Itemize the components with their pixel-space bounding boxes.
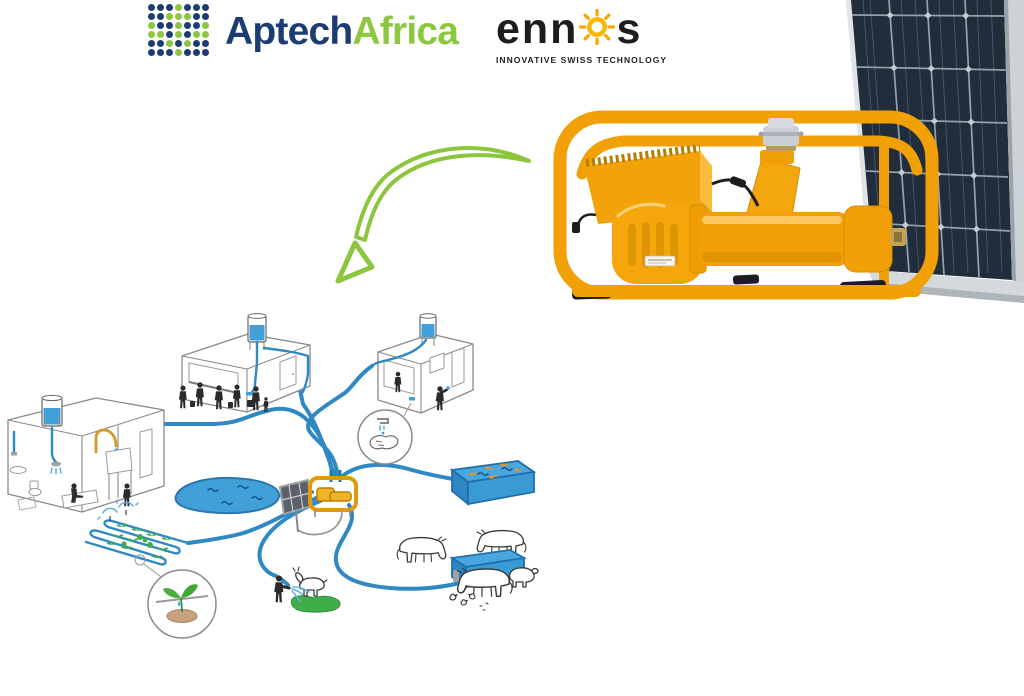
sitting-person [71, 483, 84, 503]
person-drinking [435, 386, 450, 411]
toilet [28, 480, 42, 497]
ennos-wordmark: enn s [496, 8, 667, 51]
scene-livestock-trough [396, 529, 539, 611]
scene-fish-tank [449, 460, 537, 506]
grass-patch [290, 595, 341, 613]
tap [409, 397, 415, 401]
goat [292, 566, 328, 597]
kitchen-sink [94, 428, 133, 500]
sun-icon [579, 8, 616, 45]
aptech-wordmark: AptechAfrica [225, 9, 459, 53]
pv-cable [297, 509, 343, 536]
hands [369, 435, 399, 450]
drip-line [155, 595, 209, 603]
aptech-africa-logo: AptechAfrica [148, 4, 459, 58]
pump-barrel [689, 176, 906, 274]
pump-frame-handle [576, 135, 923, 180]
aptech-word-secondary: Africa [352, 9, 459, 53]
seedling-inset [134, 554, 217, 639]
ennos-logo: enn s INNOVATIVE SWISS TECHNOLOGY [496, 8, 668, 66]
sunlight-pump-photo [553, 110, 939, 300]
sprinklers [97, 499, 139, 521]
garden-plants [106, 524, 173, 558]
scene-household-tap [370, 313, 474, 414]
cow [456, 567, 513, 598]
tap [246, 392, 253, 396]
pump-outlet-fitting [745, 118, 804, 217]
aptech-dot-mark-icon [148, 4, 211, 58]
ennos-word-end: s [616, 5, 643, 53]
rooftop-tank [419, 313, 437, 346]
use-case-illustration [7, 313, 539, 639]
table [61, 489, 99, 509]
green-arrow [335, 146, 531, 284]
wash-basin [9, 466, 27, 474]
scene-solar-pump-station [278, 476, 358, 536]
scene-garden-watering [274, 566, 341, 613]
chickens [449, 593, 489, 611]
scene-water-kiosk [178, 313, 311, 413]
cow [396, 536, 447, 563]
water-drop [177, 601, 181, 607]
arrowhead [335, 240, 375, 284]
tap [377, 418, 389, 424]
door [451, 347, 465, 388]
mini-sunlight-pump [308, 476, 358, 517]
queue-people [178, 382, 269, 413]
rooftop-tank [247, 313, 267, 350]
scene-family-home [7, 394, 165, 513]
small-pv-panel [278, 478, 314, 533]
pump-nameplate [644, 255, 676, 267]
door [279, 355, 297, 391]
ennos-word-start: enn [496, 5, 579, 53]
scene-drip-irrigation [84, 499, 190, 566]
sheep [508, 567, 539, 588]
handwashing-inset [357, 402, 413, 465]
scene-pond-source [174, 476, 280, 515]
person-watering [274, 575, 291, 603]
shower-head [51, 461, 61, 467]
seedling [163, 584, 198, 613]
ennos-tagline: INNOVATIVE SWISS TECHNOLOGY [496, 55, 668, 65]
pump-cable [711, 178, 760, 207]
aptech-word-primary: Aptech [225, 9, 353, 53]
rooftop-tank [41, 394, 63, 427]
window-opening [383, 359, 415, 395]
pump-motor [612, 202, 704, 284]
